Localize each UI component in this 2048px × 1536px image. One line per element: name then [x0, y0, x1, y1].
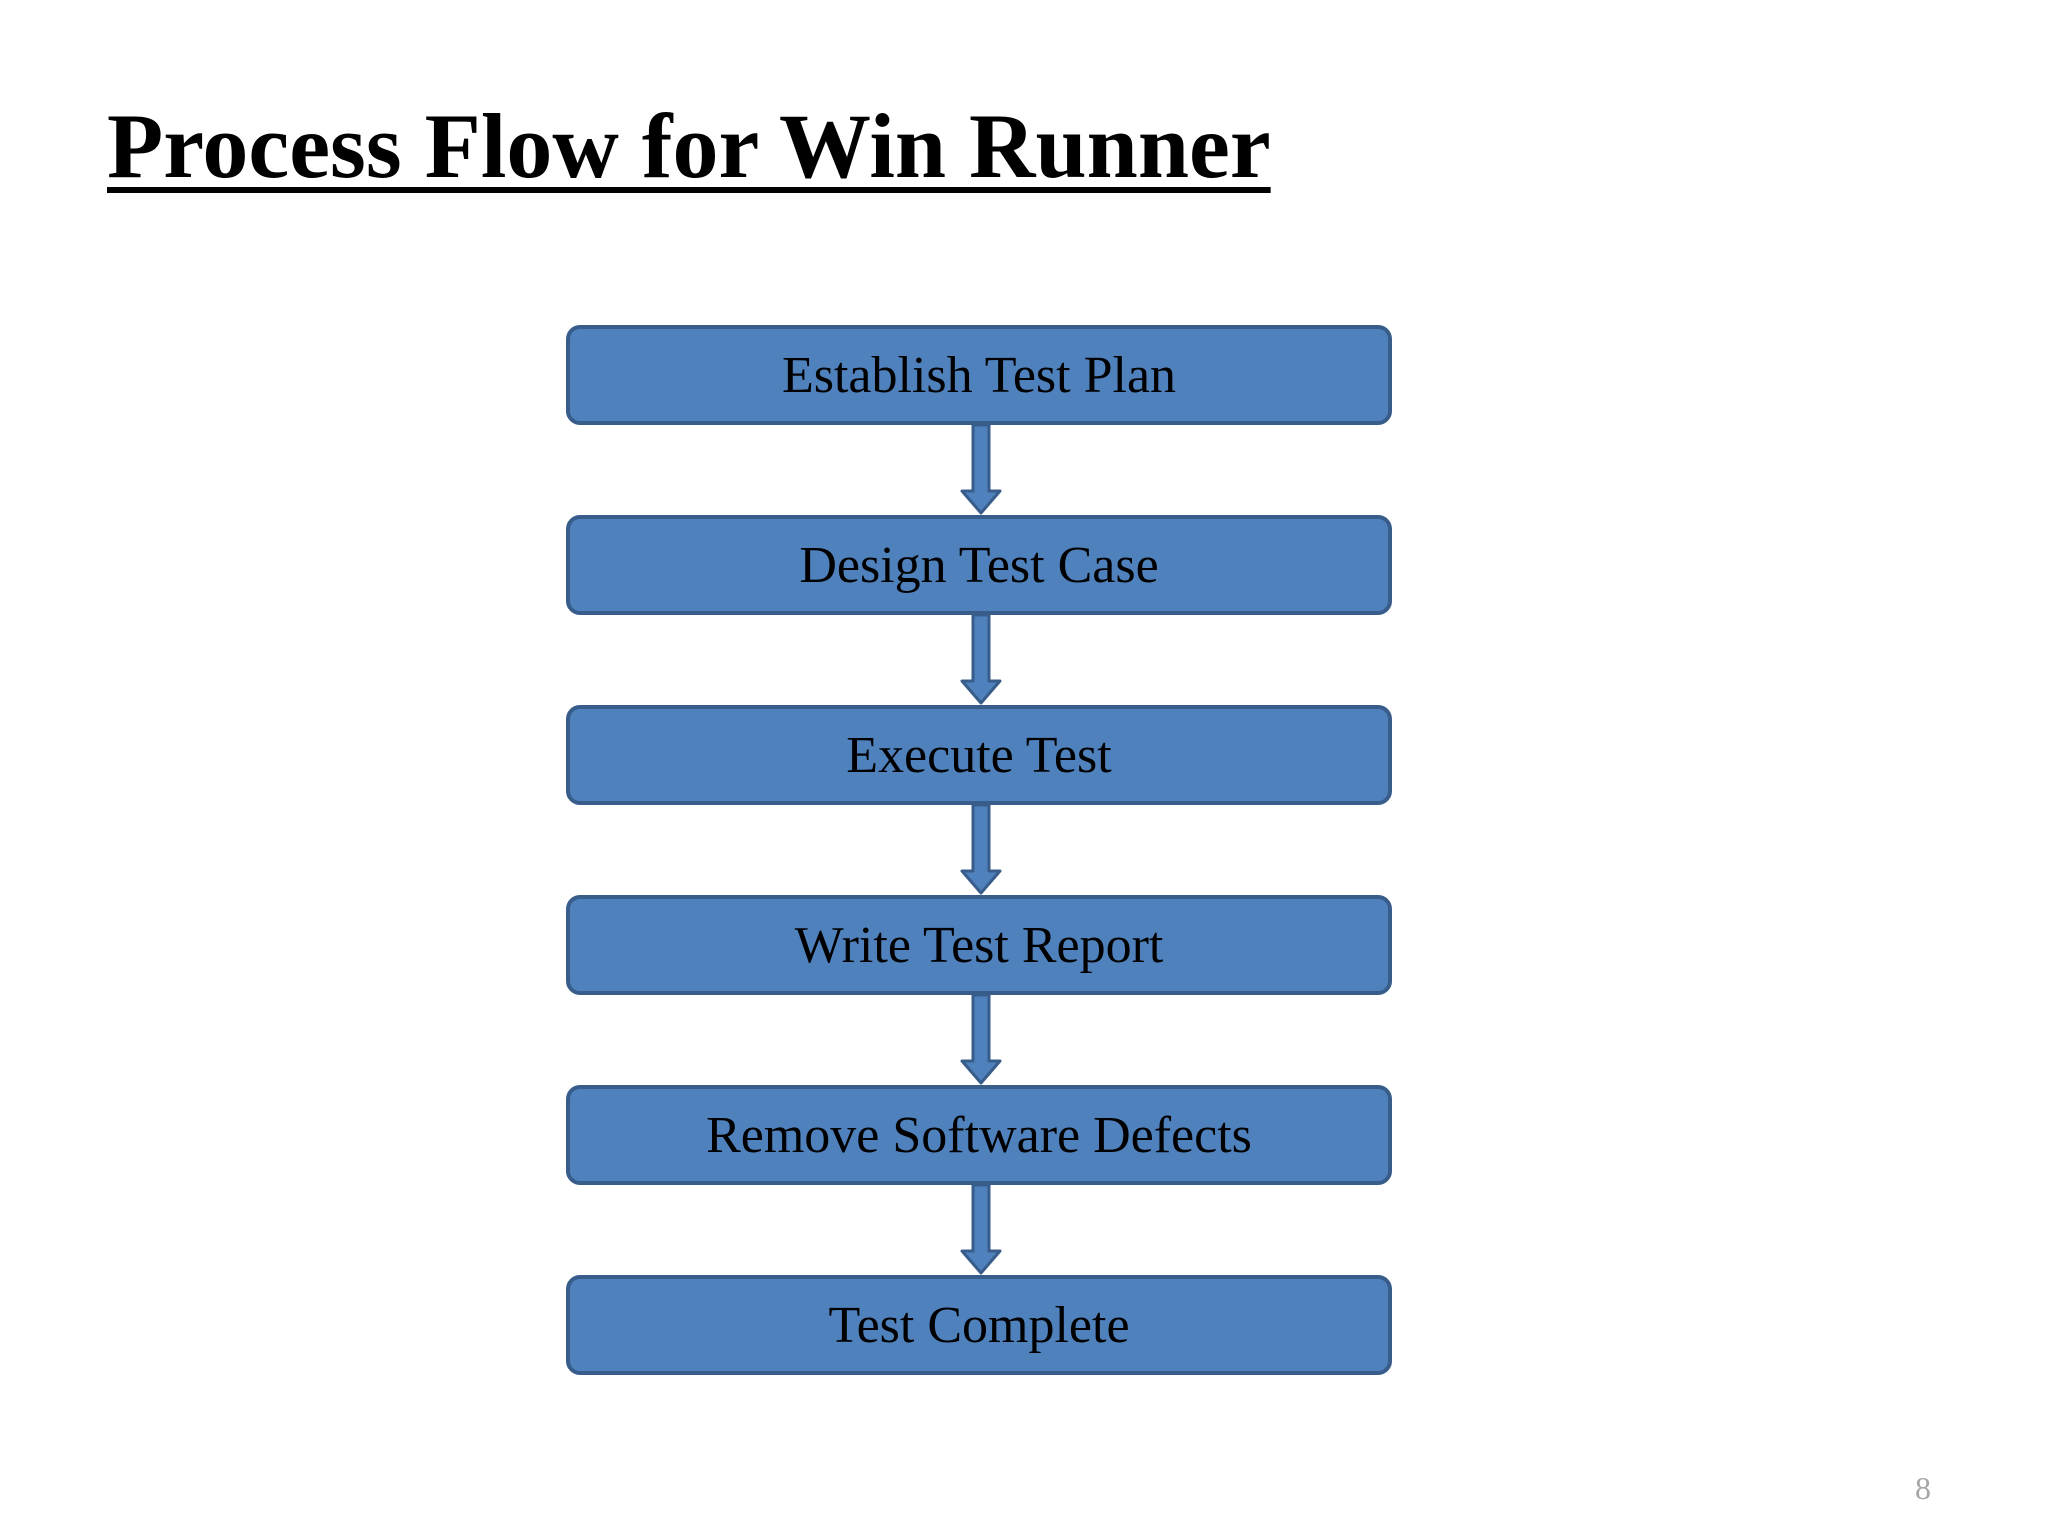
page-number: 8 [1915, 1470, 1931, 1506]
arrow-down-icon [566, 803, 1392, 895]
step-test-complete: Test Complete [566, 1275, 1392, 1375]
step-write-test-report: Write Test Report [566, 895, 1392, 995]
arrow-down-icon [566, 1183, 1392, 1275]
slide-title: Process Flow for Win Runner [107, 95, 1271, 197]
arrow-down-icon [566, 423, 1392, 515]
arrow-down-icon [566, 613, 1392, 705]
process-flow-diagram: Establish Test Plan Design Test Case Exe… [566, 325, 1396, 1375]
step-establish-test-plan: Establish Test Plan [566, 325, 1392, 425]
step-execute-test: Execute Test [566, 705, 1392, 805]
step-design-test-case: Design Test Case [566, 515, 1392, 615]
step-remove-software-defects: Remove Software Defects [566, 1085, 1392, 1185]
arrow-down-icon [566, 993, 1392, 1085]
